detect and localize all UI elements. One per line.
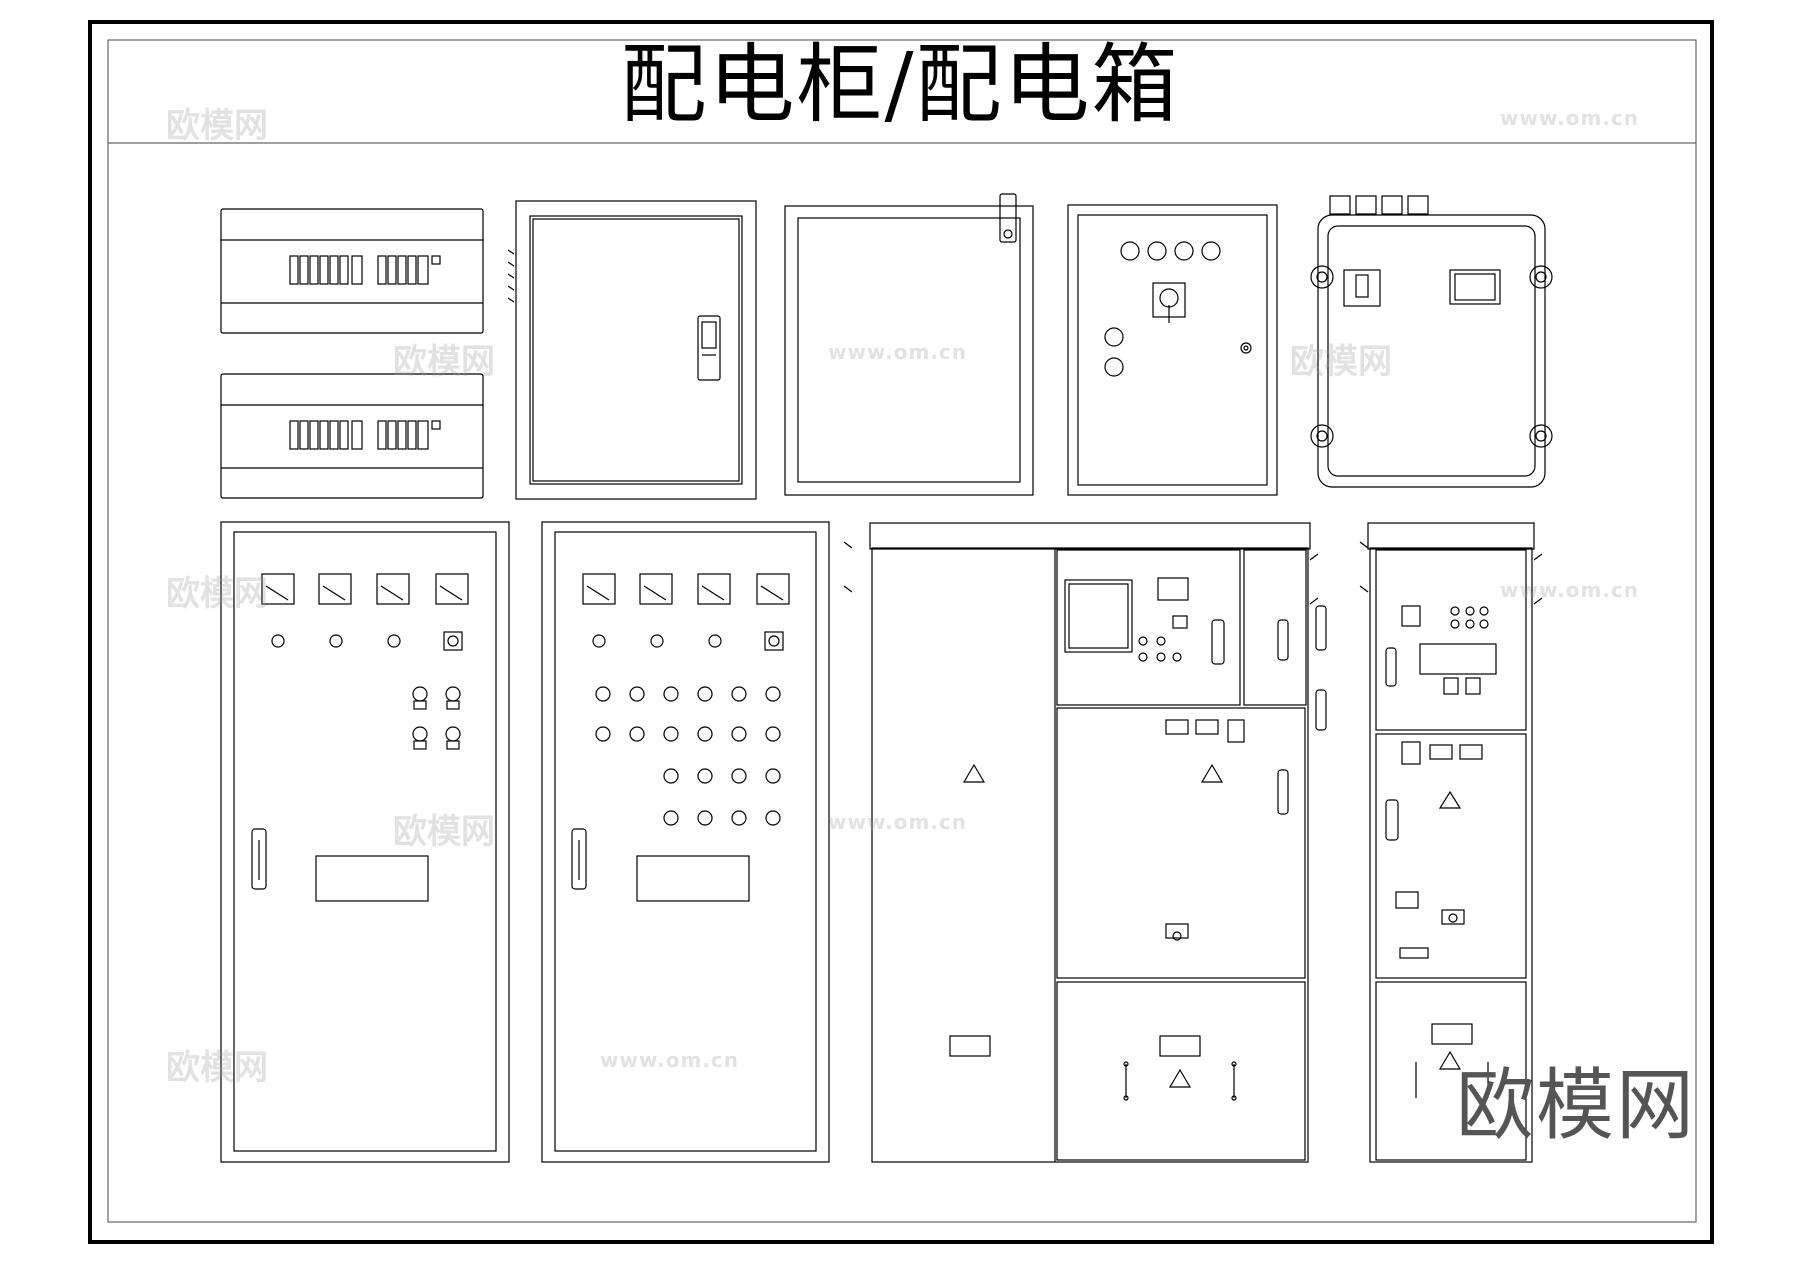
drawing-title: 配电柜/配电箱: [620, 35, 1180, 135]
cabinet-2: [541, 521, 830, 1163]
switchgear-assembly: [843, 522, 1327, 1163]
control-box: [1067, 204, 1278, 496]
outer-frame: [88, 20, 1714, 1244]
narrow-cabinet: [1359, 522, 1543, 1163]
watermark-url: www.om.cn: [600, 1048, 740, 1072]
watermark: 欧模网: [393, 812, 495, 852]
watermark: 欧模网: [166, 106, 268, 146]
brand-logo-text: 欧模网: [1455, 1061, 1696, 1151]
cabinet-2-buttons: [595, 686, 781, 702]
watermark: 欧模网: [393, 342, 495, 382]
junction-box: [1310, 195, 1553, 488]
wall-box-latch: [784, 193, 1034, 496]
watermark: 欧模网: [1290, 342, 1392, 382]
consumer-unit-bottom: [220, 373, 484, 499]
inner-frame: [107, 39, 1697, 1223]
consumer-unit-top: [220, 208, 484, 334]
watermark-url: www.om.cn: [828, 340, 968, 364]
watermark: 欧模网: [166, 1048, 268, 1088]
watermark-url: www.om.cn: [1500, 578, 1640, 602]
watermark-url: www.om.cn: [828, 810, 968, 834]
wall-box-handle: [507, 200, 757, 500]
watermark: 欧模网: [166, 574, 268, 614]
cabinet-1: [220, 521, 510, 1163]
watermark-url: www.om.cn: [1500, 106, 1640, 130]
